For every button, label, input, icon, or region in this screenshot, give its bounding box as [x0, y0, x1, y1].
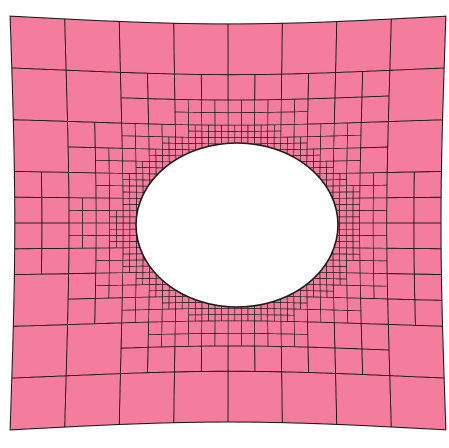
- elliptical-hole: [135, 142, 339, 308]
- plate-outline: [9, 15, 447, 431]
